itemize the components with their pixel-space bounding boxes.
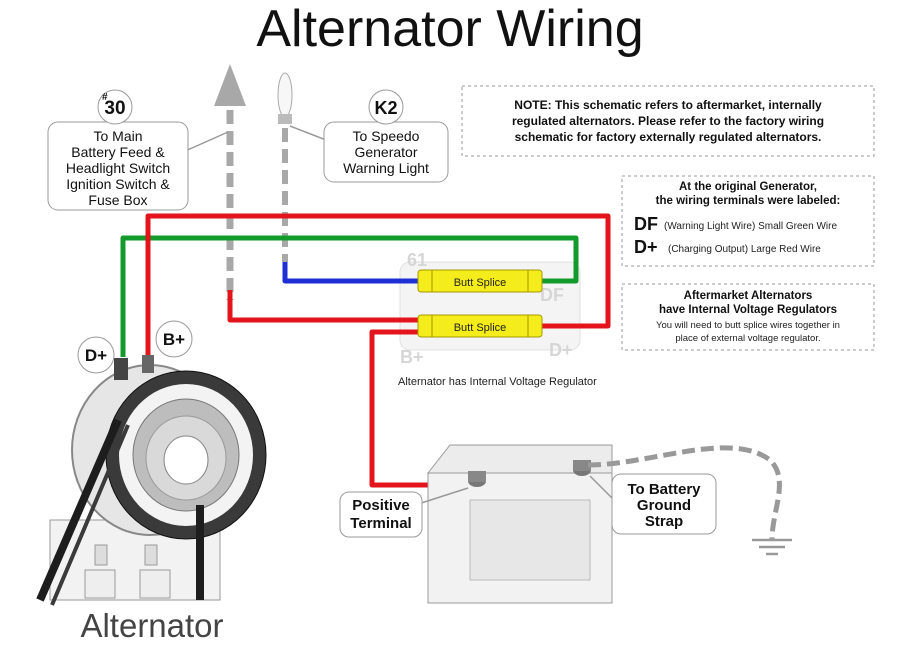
aftermarket-regulator-box: Aftermarket Alternators have Internal Vo…	[621, 283, 875, 351]
ground-strap-wire	[587, 445, 782, 541]
regulator-silhouette: 61 DF B+ D+	[399, 250, 581, 367]
alt-bplus-callout: B+	[155, 320, 193, 358]
k2-line3: Warning Light	[343, 160, 429, 176]
butt-splice-bottom-label: Butt Splice	[454, 322, 507, 334]
regulator-line1: Aftermarket Alternators	[684, 290, 813, 302]
butt-splice-top-label: Butt Splice	[454, 277, 507, 289]
note-line2: regulated alternators. Please refer to t…	[512, 114, 824, 128]
alt-dplus-label: D+	[85, 346, 107, 365]
regulator-line4: place of external voltage regulator.	[675, 333, 820, 344]
terminal-30-line1: To Main	[93, 128, 142, 144]
red-wire-battery-positive	[369, 329, 470, 488]
note-line1: NOTE: This schematic refers to aftermark…	[514, 98, 822, 112]
terminal-30-line4: Ignition Switch &	[66, 176, 170, 192]
callout-positive-terminal: Positive Terminal	[339, 487, 469, 538]
k2-number: K2	[374, 98, 397, 118]
blue-wire-warning-light	[282, 262, 420, 284]
page-title: Alternator Wiring	[256, 0, 643, 58]
regulator-label-dplus: D+	[549, 340, 573, 360]
terminal-30-line2: Battery Feed &	[71, 144, 165, 160]
k2-line1: To Speedo	[353, 128, 420, 144]
regulator-label-df: DF	[540, 285, 564, 305]
regulator-label-61: 61	[407, 250, 427, 270]
alt-dplus-callout: D+	[77, 336, 115, 374]
positive-terminal-line2: Terminal	[350, 515, 411, 532]
main-feed-arrow	[214, 64, 246, 300]
battery-icon	[426, 444, 613, 604]
df-description: (Warning Light Wire) Small Green Wire	[664, 221, 837, 232]
callout-terminal-30: 30 # To Main Battery Feed & Headlight Sw…	[47, 89, 229, 211]
butt-splice-top: Butt Splice	[417, 269, 543, 293]
alternator-icon	[36, 355, 267, 606]
terminal-30-line5: Fuse Box	[88, 192, 147, 208]
positive-terminal-line1: Positive	[352, 497, 410, 514]
red-wire-alternator-bplus	[145, 213, 611, 357]
regulator-label-bplus: B+	[400, 347, 424, 367]
regulator-line2: have Internal Voltage Regulators	[659, 304, 837, 316]
butt-splice-bottom: Butt Splice	[417, 314, 543, 338]
warning-light-bulb-icon	[277, 72, 293, 262]
alternator-label: Alternator	[80, 607, 223, 644]
callout-ground-strap: To Battery Ground Strap	[589, 473, 717, 535]
ground-strap-line3: Strap	[645, 513, 683, 530]
ground-strap-line2: Ground	[637, 497, 691, 514]
regulator-line3: You will need to butt splice wires toget…	[656, 320, 840, 331]
terminal-30-line3: Headlight Switch	[66, 160, 170, 176]
ground-strap-line1: To Battery	[627, 481, 701, 498]
generator-line2: the wiring terminals were labeled:	[656, 195, 841, 207]
hash-symbol: #	[102, 92, 108, 103]
note-line3: schematic for factory externally regulat…	[515, 130, 822, 144]
dplus-description: (Charging Output) Large Red Wire	[668, 244, 821, 255]
ground-symbol-icon	[752, 538, 792, 556]
generator-line1: At the original Generator,	[679, 181, 817, 193]
terminal-30-number: 30	[104, 98, 125, 119]
alt-bplus-label: B+	[163, 330, 185, 349]
k2-line2: Generator	[354, 144, 417, 160]
internal-regulator-caption: Alternator has Internal Voltage Regulato…	[398, 376, 597, 388]
df-code: DF	[634, 214, 658, 234]
note-box: NOTE: This schematic refers to aftermark…	[461, 85, 875, 157]
generator-terminals-box: At the original Generator, the wiring te…	[621, 175, 875, 267]
callout-k2: K2 To Speedo Generator Warning Light	[289, 89, 449, 183]
red-wire-main-feed	[227, 290, 420, 323]
green-wire-df	[120, 235, 579, 357]
dplus-code: D+	[634, 237, 658, 257]
